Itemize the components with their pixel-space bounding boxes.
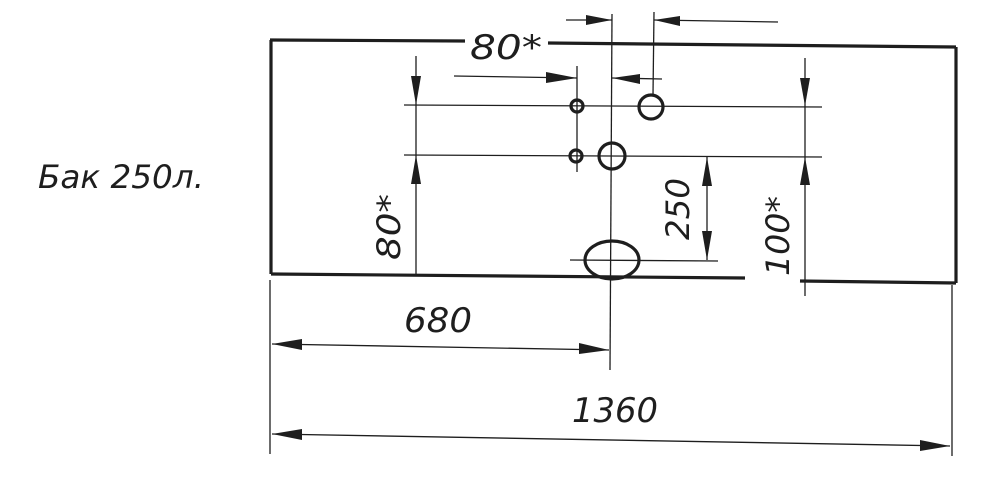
outline-top-right <box>547 41 957 49</box>
arrow-spacing-left <box>546 72 577 83</box>
centerline-drain <box>569 259 719 262</box>
dim-right-height-text: 100* <box>759 196 797 276</box>
centerline-row-2 <box>403 154 823 158</box>
dim-left-height-text: 80* <box>370 194 408 260</box>
dim-total-width-text: 1360 <box>572 391 658 431</box>
arrow-top-left <box>586 15 612 25</box>
arrow-250-upper <box>702 157 712 186</box>
dim-top-offset-text: 80* <box>470 28 542 68</box>
tank-outline <box>269 38 958 285</box>
arrow-top-right <box>654 16 680 26</box>
large-hole-upper <box>637 93 665 121</box>
dim-half-width-text: 680 <box>404 301 472 341</box>
dim-680-line <box>271 343 610 351</box>
holes <box>568 93 665 281</box>
arrow-1360-right <box>920 440 950 451</box>
extension-line-top-right <box>652 11 655 96</box>
arrow-spacing-right <box>612 74 640 84</box>
arrow-right-lower <box>800 157 810 185</box>
centerline-vertical-main <box>609 13 613 371</box>
outline-top-left <box>269 38 466 43</box>
arrow-1360-left <box>272 429 302 440</box>
outline-bottom-right <box>799 279 957 285</box>
arrow-680-left <box>272 339 302 350</box>
tank-label: Бак 250л. <box>38 158 204 196</box>
arrow-left-upper <box>411 76 421 105</box>
arrow-250-lower <box>702 231 712 260</box>
arrow-680-right <box>579 343 609 354</box>
arrowheads <box>272 15 950 451</box>
dim-1360-line <box>271 433 951 447</box>
outline-bottom-left <box>270 272 746 280</box>
arrow-left-lower <box>411 155 421 184</box>
centerline-row-1 <box>403 104 823 108</box>
arrow-right-upper <box>800 78 810 106</box>
dim-middle-vertical-text: 250 <box>659 178 697 240</box>
